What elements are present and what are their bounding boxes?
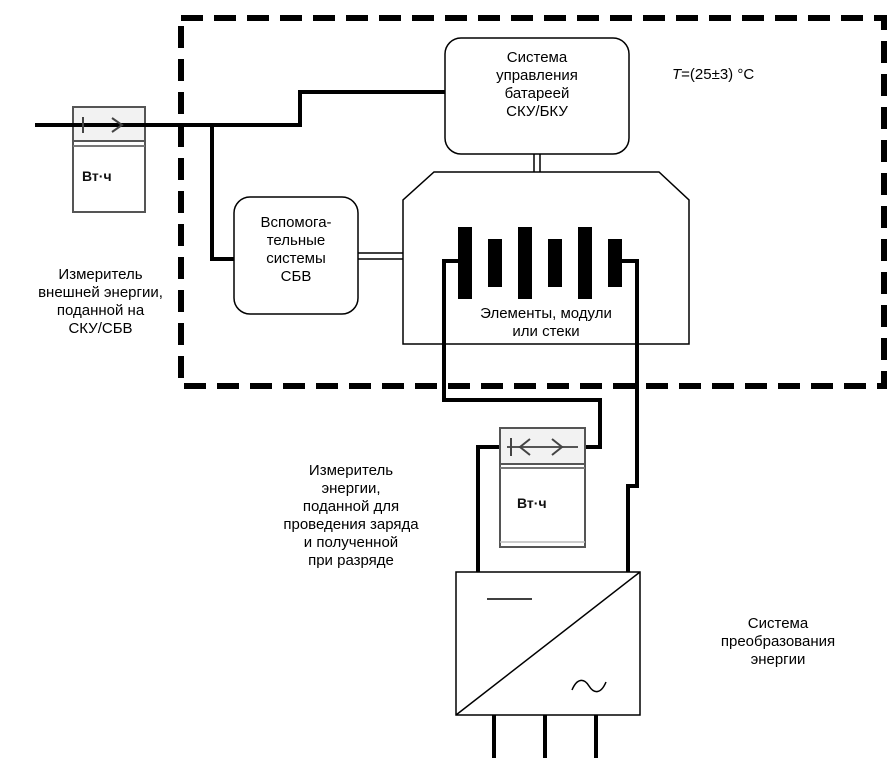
charge-meter-unit: Вт·ч [517,495,547,511]
cell-plates [458,227,622,299]
aux-to-cells-link [358,252,403,260]
bms-to-cells-link [533,154,541,172]
charge-meter-caption: Измеритель энергии, поданной для проведе… [283,462,419,569]
temperature-enclosure [178,15,887,389]
pcs-label: Система преобразования энергии [720,615,836,668]
ac-output-lines [492,715,598,758]
aux-box [233,196,359,315]
bms-label: Система управления батареей СКУ/БКУ [496,49,578,120]
temperature-label: T=(25±3) °C [672,66,755,83]
cells-housing [402,171,690,345]
power-conversion-box [455,571,641,716]
aux-label: Вспомога- тельные системы СБВ [260,214,332,285]
bms-box [444,37,630,155]
cells-label: Элементы, модули или стеки [480,305,612,340]
ac-wave-icon [571,679,607,693]
external-energy-meter [35,106,180,213]
dc-wiring [442,259,639,572]
charge-energy-meter [499,427,586,548]
external-meter-unit: Вт·ч [82,168,112,184]
external-meter-caption: Измеритель внешней энергии, поданной на … [38,266,163,337]
